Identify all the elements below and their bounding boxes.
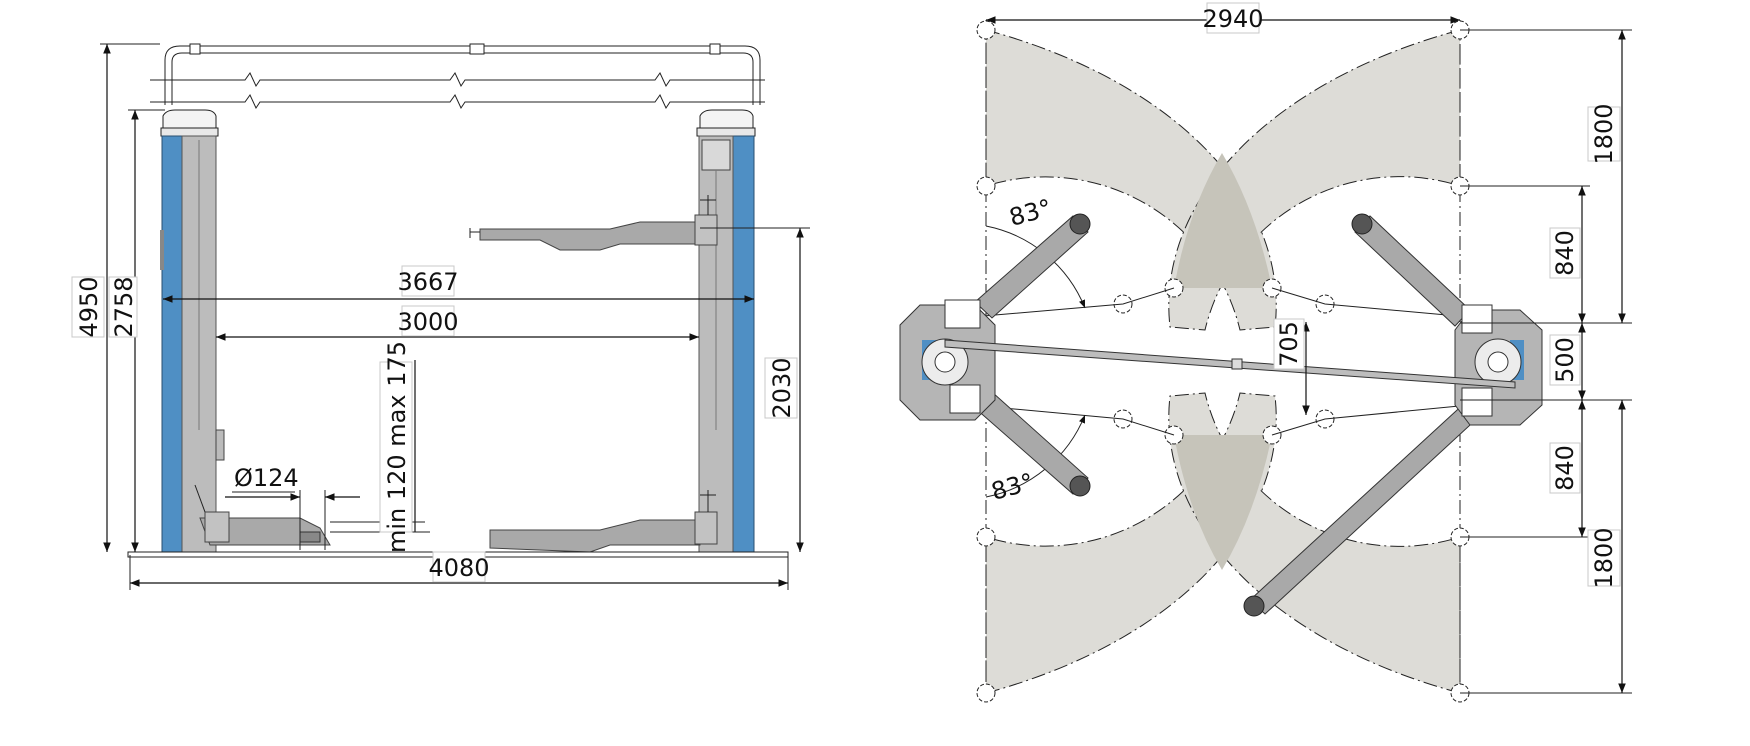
dim-705-label: 705 [1275, 321, 1303, 367]
dim-840-top-box [1549, 227, 1581, 279]
angle-top-label: 83° [1006, 194, 1054, 232]
right-dim-lines [1460, 29, 1632, 694]
right-column [469, 109, 756, 553]
dim-4080-label: 4080 [428, 554, 489, 582]
angle-bottom-label: 83° [988, 468, 1036, 506]
sweep-overlap-top [1174, 153, 1272, 288]
dim-1800-bottom-box [1587, 529, 1621, 587]
dim-840-bottom-box [1549, 442, 1581, 494]
swing-arms [974, 213, 1483, 617]
dim-4950-label: 4950 [75, 276, 103, 337]
right-post-top [1454, 304, 1543, 426]
dim-3000-box [401, 305, 455, 337]
dim-2030-box [764, 357, 798, 419]
dim-2758-box [108, 276, 138, 338]
dim-1800-bottom-label: 1800 [1590, 527, 1618, 588]
dim-4080-line [129, 555, 789, 590]
overhead-bar-top-view [944, 339, 1516, 389]
dim-500-box [1549, 334, 1581, 386]
dim-705-box [1273, 318, 1305, 370]
dim-4950-box [71, 276, 105, 338]
dim-840-bottom-label: 840 [1551, 445, 1579, 491]
dim-2030-line [700, 227, 810, 552]
dim-4950-line [100, 43, 160, 552]
overhead-crossbar [150, 43, 765, 110]
dim-840-top-label: 840 [1551, 230, 1579, 276]
dim-3000-label: 3000 [397, 308, 458, 336]
sweep-overlap-bottom [1174, 435, 1272, 570]
dim-pad-diameter-line [225, 490, 360, 550]
dim-2758-label: 2758 [110, 276, 138, 337]
dim-4080-box [432, 551, 486, 583]
dim-1800-top-box [1587, 106, 1621, 162]
front-view: 4950 2758 3667 3000 min 120 max 175 Ø124 [71, 43, 810, 590]
dim-2940-box [1206, 2, 1260, 34]
left-column [160, 109, 331, 553]
sweep-area-top-right [1168, 29, 1461, 331]
dim-1800-top-label: 1800 [1590, 103, 1618, 164]
dim-pad-diameter-label: Ø124 [234, 464, 299, 492]
dim-2940-label: 2940 [1202, 5, 1263, 33]
dim-3667-label: 3667 [397, 268, 458, 296]
dim-500-label: 500 [1551, 337, 1579, 383]
dim-2030-label: 2030 [768, 357, 796, 418]
dim-pad-range-box [379, 361, 413, 533]
left-post-top [899, 299, 996, 421]
dim-3667-box [401, 265, 455, 297]
top-view: 83° 83° [899, 2, 1632, 703]
sweep-area-bottom-left [985, 392, 1277, 694]
dim-pad-range-label: min 120 max 175 [383, 341, 411, 553]
